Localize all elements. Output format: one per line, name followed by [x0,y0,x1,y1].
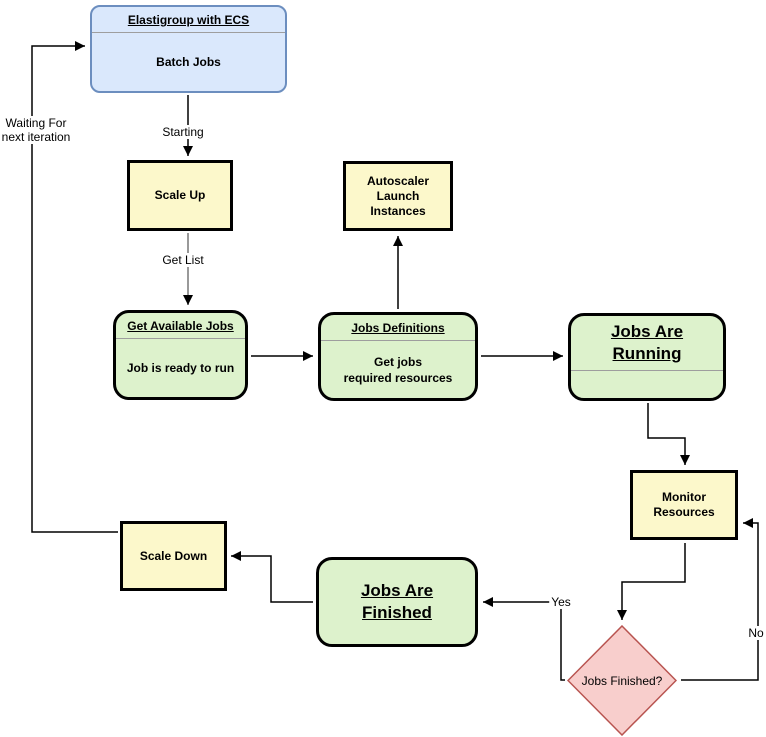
node-scale-up: Scale Up [127,160,233,231]
node-label-line: Resources [653,505,715,519]
node-label-line: Monitor [662,490,706,504]
node-title: Elastigroup with ECS [127,13,250,27]
edge-decision-no-to-monitor [681,518,759,681]
node-body: Batch Jobs [156,55,221,69]
node-title-line: Running [612,344,682,363]
node-jobs-finished-decision: Jobs Finished? [567,625,677,736]
node-title: Jobs Definitions [351,321,445,335]
node-divider [92,32,285,33]
diamond-shape [567,625,677,736]
node-jobs-definitions: Jobs Definitions Get jobs required resou… [318,312,478,401]
node-scale-down: Scale Down [120,521,227,591]
edge-scale-down-to-elastigroup [31,41,118,533]
node-jobs-are-running: Jobs Are Running [568,313,726,401]
node-title: Jobs Are Running [571,316,723,370]
node-title-line: Finished [362,603,432,622]
edge-label-yes: Yes [549,595,573,609]
edge-label-line: Waiting For [5,116,67,130]
node-label: Scale Up [154,188,206,202]
node-title: Get Available Jobs [127,319,234,333]
node-divider [116,338,245,339]
edge-label-line: next iteration [1,130,71,144]
edge-label-starting: Starting [160,125,206,139]
node-elastigroup-batch-jobs: Elastigroup with ECS Batch Jobs [90,5,287,93]
node-monitor-resources: Monitor Resources [630,470,738,540]
node-body: Get jobs required resources [321,341,475,398]
node-autoscaler-launch-instances: Autoscaler Launch Instances [343,161,453,231]
node-body-line: required resources [343,370,453,385]
node-label-line: Instances [370,203,426,218]
node-body-line: Get jobs [373,354,422,369]
node-label-line: Launch [376,188,420,203]
node-divider [571,370,723,371]
edge-monitor-to-decision [617,543,686,620]
edge-decision-yes-to-finished [483,597,565,681]
node-body-empty [571,371,723,398]
edge-label-get-list: Get List [160,253,206,267]
edge-label-waiting: Waiting For next iteration [0,116,73,144]
node-title: Jobs Are Finished [319,580,475,624]
edge-label-no: No [746,626,766,640]
node-title-line: Jobs Are [360,581,434,600]
node-label-line: Autoscaler [366,173,430,188]
edge-running-to-monitor [647,403,690,465]
edge-finished-to-scale-down [231,551,313,603]
node-body: Job is ready to run [126,361,235,375]
node-title-line: Jobs Are [610,322,684,341]
node-jobs-are-finished: Jobs Are Finished [316,557,478,647]
decision-label: Jobs Finished? [581,673,663,688]
node-get-available-jobs: Get Available Jobs Job is ready to run [113,310,248,400]
node-divider [321,340,475,341]
node-label: Scale Down [139,548,208,563]
